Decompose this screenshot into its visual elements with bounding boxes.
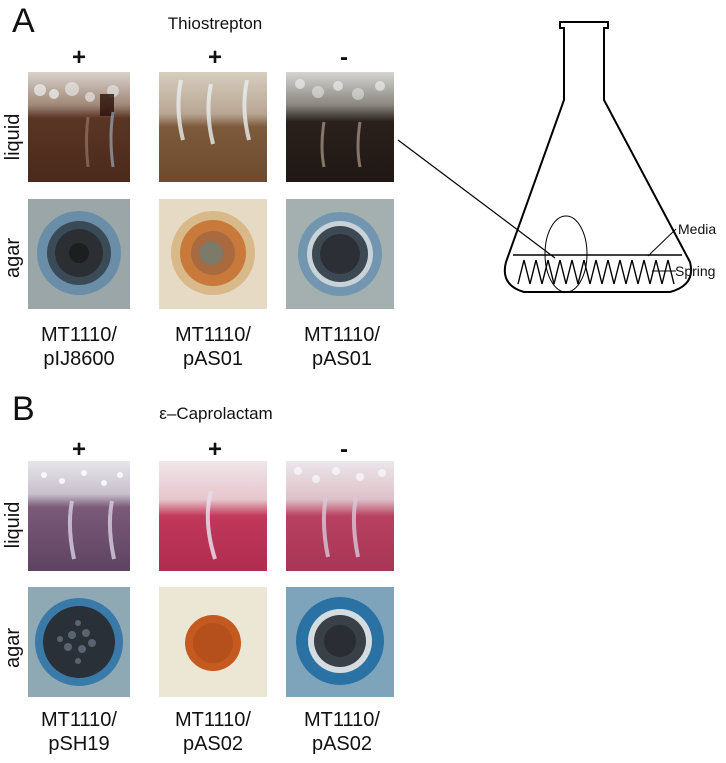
panel-a-sign-1: + — [71, 44, 86, 71]
panel-a-caption-2: MT1110/ pAS01 — [148, 323, 278, 372]
caption-line: MT1110/ — [304, 709, 380, 731]
agar-plate-photo — [28, 587, 130, 697]
caption-line: pAS02 — [311, 733, 373, 756]
liquid-culture-photo — [159, 72, 267, 182]
panel-a-title: Thiostrepton — [167, 14, 263, 33]
caption-line: pSH19 — [48, 733, 110, 756]
panel-b-sign-1: + — [71, 436, 86, 463]
spring-shape — [517, 259, 675, 285]
liquid-culture-photo — [28, 461, 130, 571]
panel-b-sign-3: - — [340, 436, 348, 463]
caption-line: pAS01 — [182, 348, 244, 371]
agar-plate-photo — [286, 199, 394, 309]
caption-line: MT1110/ — [304, 324, 380, 346]
media-callout-line — [647, 228, 677, 257]
caption-line: pIJ8600 — [43, 348, 115, 371]
liquid-culture-photo — [28, 72, 130, 182]
liquid-culture-photo — [159, 461, 267, 571]
panel-b-caption-3: MT1110/ pAS02 — [277, 708, 407, 757]
caption-line: MT1110/ — [41, 324, 117, 346]
panel-b-caption-2: MT1110/ pAS02 — [148, 708, 278, 757]
agar-plate-photo — [159, 587, 267, 697]
caption-line: pAS01 — [311, 348, 373, 371]
panel-a-letter: A — [12, 2, 35, 40]
panel-b-letter: B — [12, 390, 35, 428]
liquid-culture-photo — [286, 72, 394, 182]
spring-label: Spring — [675, 263, 716, 279]
panel-a-caption-3: MT1110/ pAS01 — [277, 323, 407, 372]
panel-a-sign-2: + — [207, 44, 222, 71]
caption-line: pAS02 — [182, 733, 244, 756]
agar-plate-photo — [286, 587, 394, 697]
panel-b-caption-1: MT1110/ pSH19 — [14, 708, 144, 757]
panel-a-caption-1: MT1110/ pIJ8600 — [14, 323, 144, 372]
panel-a-sign-3: - — [340, 44, 348, 71]
agar-plate-photo — [159, 199, 267, 309]
panel-b-title: ε–Caprolactam — [159, 404, 273, 423]
highlight-ellipse — [544, 215, 588, 293]
caption-line: MT1110/ — [175, 324, 251, 346]
liquid-culture-photo — [286, 461, 394, 571]
panel-b-sign-2: + — [207, 436, 222, 463]
caption-line: MT1110/ — [175, 709, 251, 731]
agar-plate-photo — [28, 199, 130, 309]
pointer-line — [397, 139, 556, 259]
caption-line: MT1110/ — [41, 709, 117, 731]
flask-outline — [503, 21, 692, 293]
media-label: Media — [678, 221, 717, 237]
